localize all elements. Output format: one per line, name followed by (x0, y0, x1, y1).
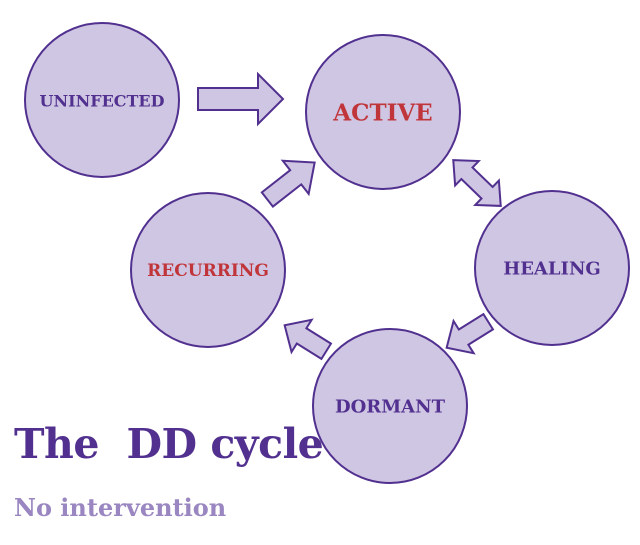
node-label-active: ACTIVE (332, 100, 432, 127)
arrow-dormant-to-recurring (283, 318, 333, 361)
node-label-dormant: DORMANT (335, 397, 446, 418)
node-label-uninfected: UNINFECTED (40, 92, 165, 111)
arrow-recurring-to-active (260, 159, 316, 208)
node-dormant: DORMANT (312, 328, 468, 484)
arrow-uninfected-to-active (197, 71, 285, 127)
node-uninfected: UNINFECTED (24, 22, 180, 178)
node-healing: HEALING (474, 190, 630, 346)
arrow-active-healing-bidirectional (452, 159, 502, 207)
node-recurring: RECURRING (130, 192, 286, 348)
diagram-title: The DD cycle (14, 420, 324, 468)
node-label-healing: HEALING (503, 259, 601, 280)
node-active: ACTIVE (305, 34, 461, 190)
diagram-subtitle: No intervention (14, 493, 227, 522)
node-label-recurring: RECURRING (147, 261, 269, 281)
arrow-healing-to-dormant (445, 312, 495, 355)
